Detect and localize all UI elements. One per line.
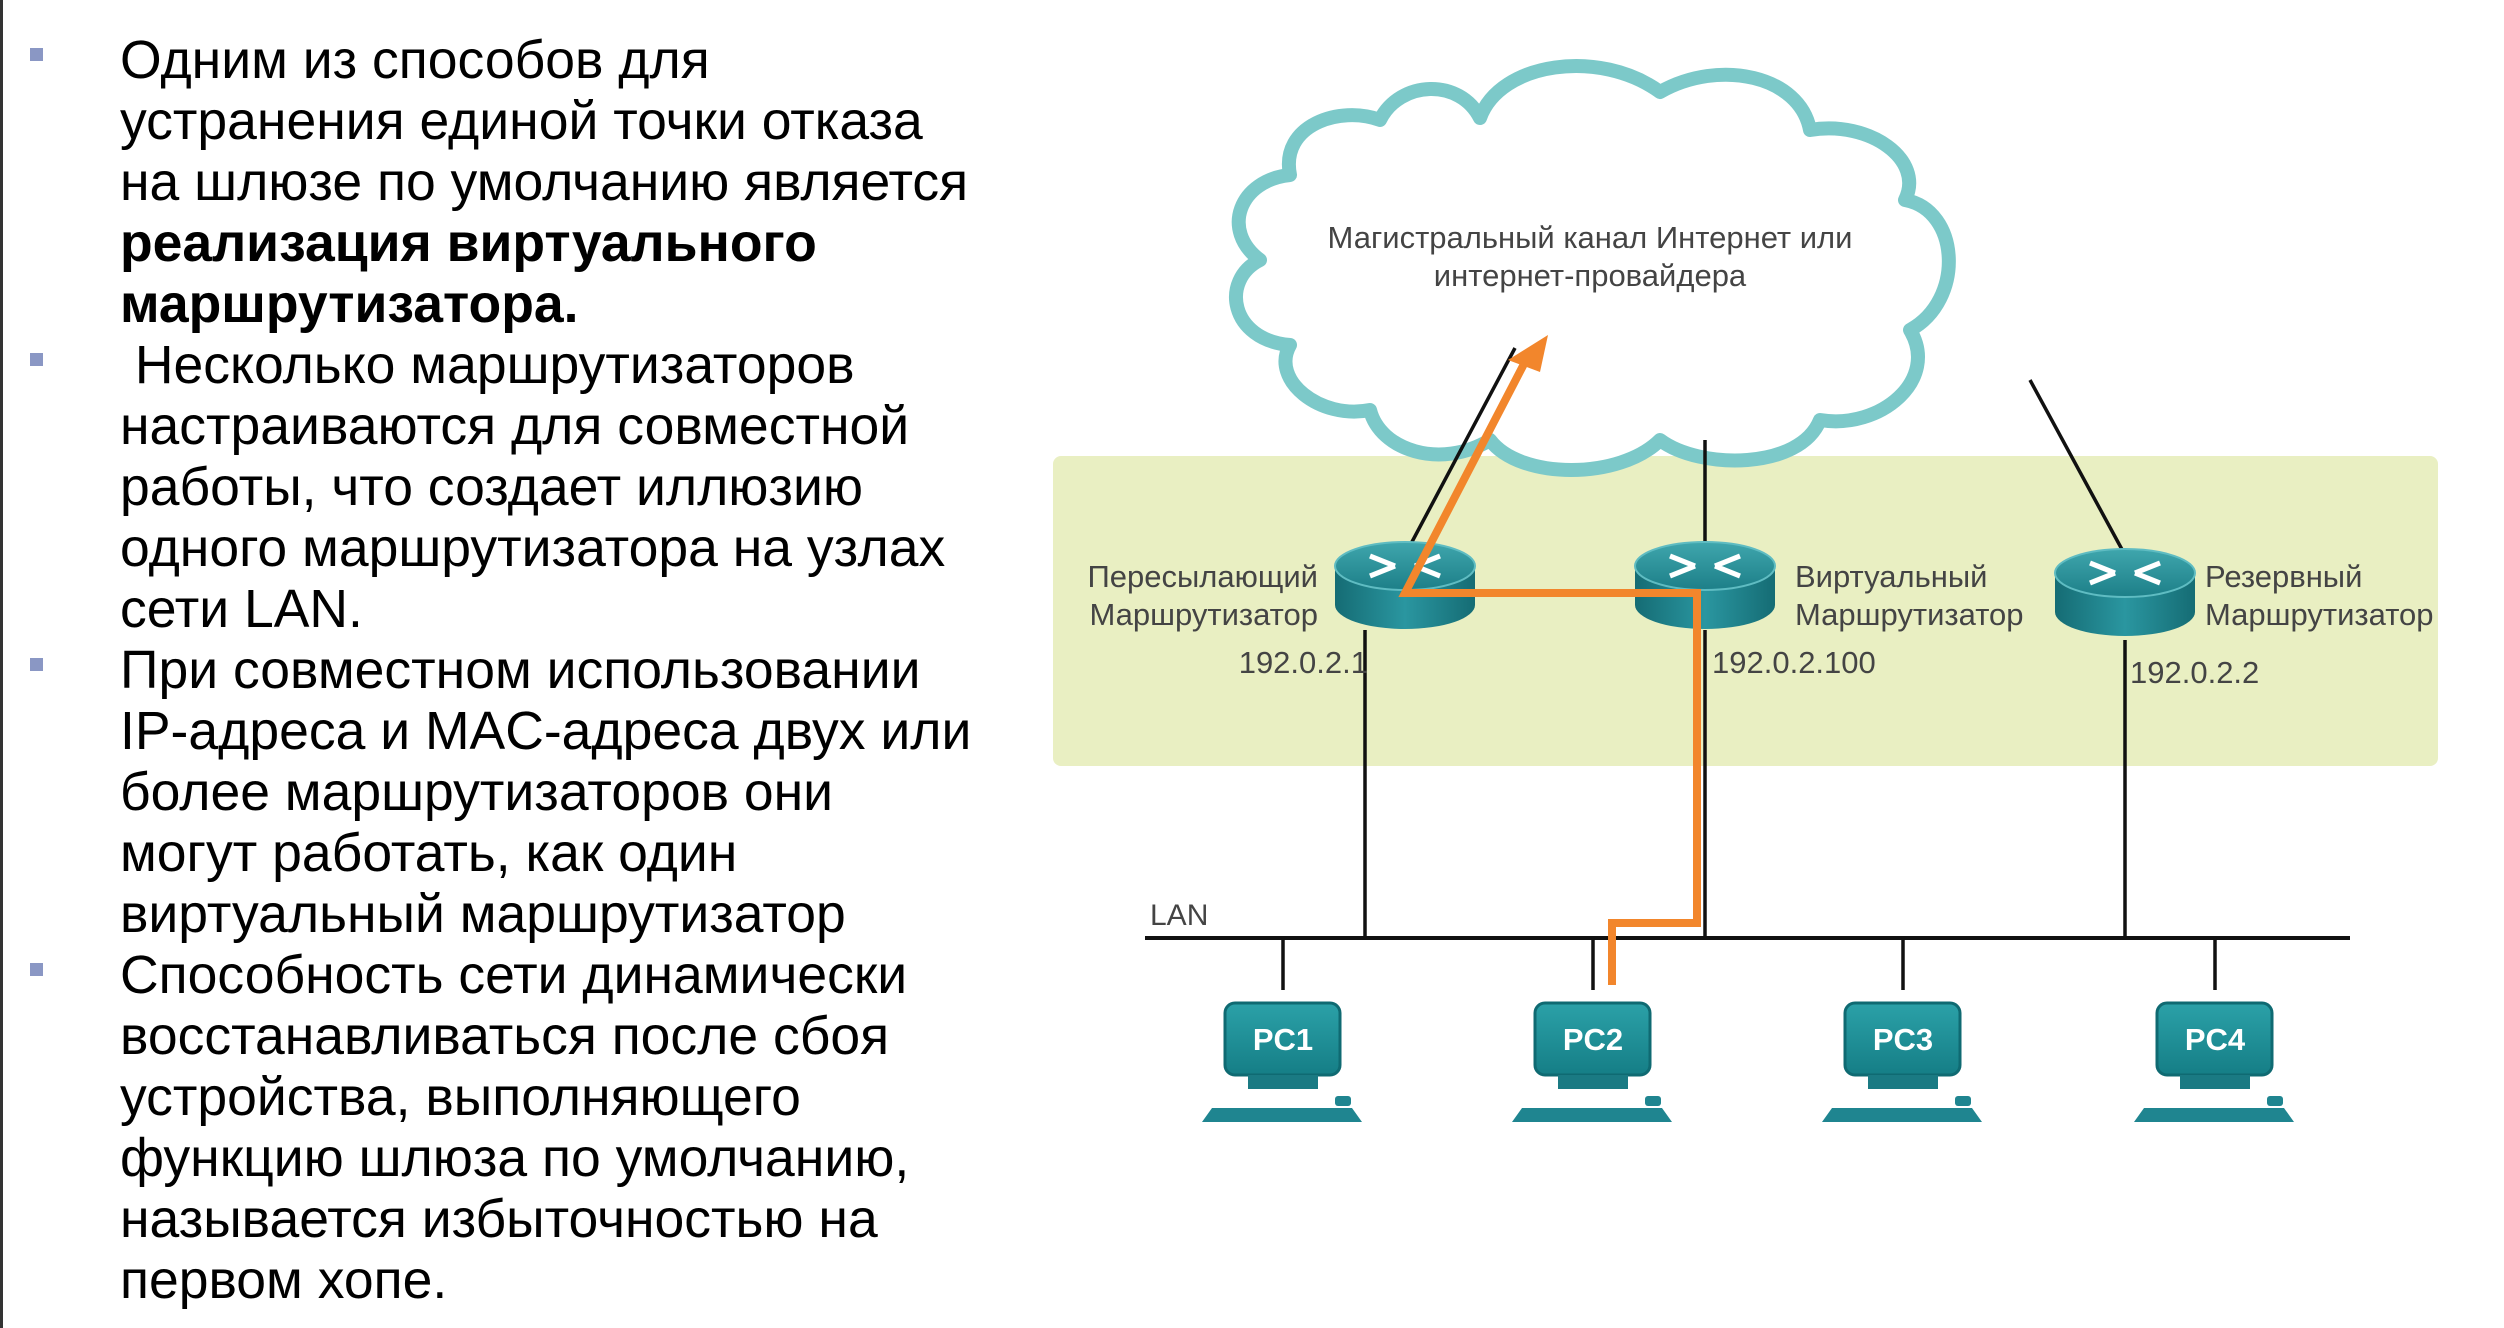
- bullet-line: виртуальный маршрутизатор: [120, 885, 846, 944]
- pc4-label: PC4: [2185, 1022, 2246, 1057]
- bullet-item: Несколько маршрутизаторов настраиваются …: [20, 335, 1030, 640]
- pc3-label: PC3: [1873, 1022, 1933, 1057]
- bullet-line: IP-адреса и MAC-адреса двух или: [120, 702, 972, 761]
- bullet-line: настраиваются для совместной: [120, 397, 910, 456]
- pc3: PC3: [1822, 1001, 1982, 1122]
- bullet-line: могут работать, как один: [120, 824, 738, 883]
- bullet-marker: [30, 963, 43, 976]
- bullet-line: работы, что создает иллюзию: [120, 458, 863, 517]
- pc4: PC4: [2134, 1001, 2294, 1122]
- bullet-item: Одним из способов для устранения единой …: [20, 30, 1030, 335]
- uplink-router3: [2028, 379, 2127, 556]
- router-arrows-icon: [2089, 560, 2161, 586]
- bullet-line: Способность сети динамически: [120, 946, 908, 1005]
- bullet-line: более маршрутизаторов они: [120, 763, 834, 822]
- bullet-line: восстанавливаться после сбоя: [120, 1007, 890, 1066]
- internet-cloud: Магистральный канал Интернет или интерне…: [1229, 59, 1956, 477]
- router-backup: [2054, 548, 2196, 636]
- bullet-item: При совместном использовании IP-адреса и…: [20, 640, 1030, 945]
- bullet-line: первом хопе.: [120, 1251, 448, 1310]
- pc2-label: PC2: [1563, 1022, 1623, 1057]
- router1-ip: 192.0.2.1: [1239, 645, 1368, 680]
- router2-name-line2: Маршрутизатор: [1795, 597, 2024, 632]
- router1-name-line1: Пересылающий: [1087, 559, 1318, 594]
- bullet-line-bold: маршрутизатора.: [120, 275, 579, 334]
- uplink-router1: [1403, 347, 1517, 556]
- router2-name-line1: Виртуальный: [1795, 559, 1987, 594]
- traffic-path: [1398, 335, 1701, 985]
- pc1-label: PC1: [1253, 1022, 1313, 1057]
- bullet-line: устройства, выполняющего: [120, 1068, 801, 1127]
- bullet-line: сети LAN.: [120, 580, 363, 639]
- bullet-marker: [30, 658, 43, 671]
- bullet-line: При совместном использовании: [120, 641, 921, 700]
- slide-left-border: [0, 0, 3, 1328]
- lan-label: LAN: [1150, 899, 1208, 932]
- bullet-marker: [30, 48, 43, 61]
- bullet-line: на шлюзе по умолчанию является: [120, 153, 969, 212]
- pc2: PC2: [1512, 1001, 1672, 1122]
- path-arrowhead-icon: [1508, 335, 1548, 372]
- bullet-line-bold: реализация виртуального: [120, 214, 817, 273]
- bullet-item: Способность сети динамически восстанавли…: [20, 945, 1030, 1311]
- bullet-line: функцию шлюза по умолчанию,: [120, 1129, 910, 1188]
- router3-ip: 192.0.2.2: [2130, 655, 2259, 690]
- bullet-line: одного маршрутизатора на узлах: [120, 519, 946, 578]
- router3-name-line2: Маршрутизатор: [2205, 597, 2434, 632]
- router1-name-line2: Маршрутизатор: [1089, 597, 1318, 632]
- bullet-list: Одним из способов для устранения единой …: [20, 30, 1030, 1311]
- bullet-line: устранения единой точки отказа: [120, 92, 923, 151]
- cloud-label-line1: Магистральный канал Интернет или: [1328, 220, 1853, 255]
- router2-ip: 192.0.2.100: [1712, 645, 1876, 680]
- bullet-marker: [30, 353, 43, 366]
- pc1: PC1: [1202, 1001, 1362, 1122]
- router3-name-line1: Резервный: [2205, 559, 2362, 594]
- bullet-line: Одним из способов для: [120, 31, 710, 90]
- bullet-line: называется избыточностью на: [120, 1190, 878, 1249]
- router-arrows-icon: [1669, 553, 1741, 579]
- router-virtual: [1634, 541, 1776, 629]
- bullet-line: Несколько маршрутизаторов: [120, 336, 855, 395]
- cloud-label-line2: интернет-провайдера: [1434, 258, 1747, 293]
